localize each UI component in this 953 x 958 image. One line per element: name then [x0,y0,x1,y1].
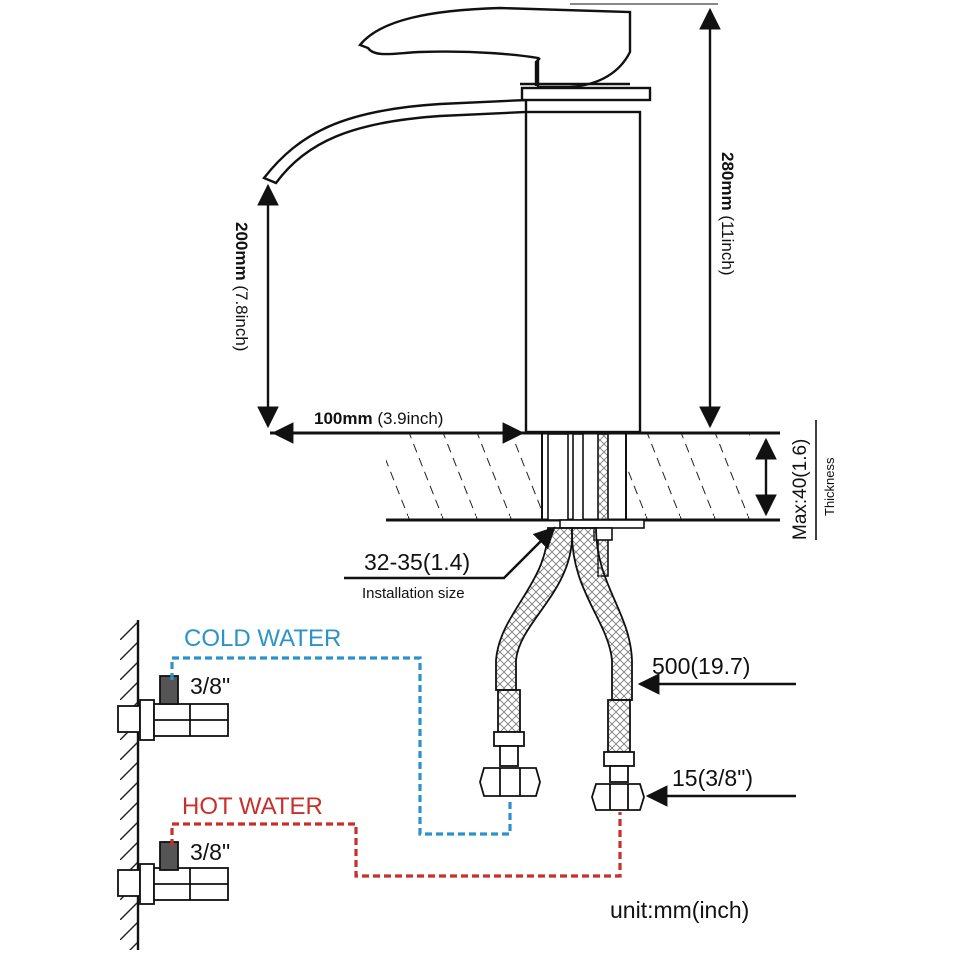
hose-cold [495,527,573,691]
install-size-leader [344,526,556,580]
hose-nut-cold-icon [479,767,541,797]
hose-nut-hot-icon [591,783,645,811]
label-cold-water: COLD WATER [184,625,341,652]
label-install-caption: Installation size [362,585,465,602]
mounting-plate [559,519,645,529]
wall [120,620,140,950]
faucet-handle-icon [358,6,632,89]
label-valve-size-cold: 3/8" [190,673,230,699]
shank-left [547,433,569,521]
label-thickness-value: Max:40(1.6) [790,439,811,540]
faucet-top-plate [520,86,652,102]
hose-hot [571,527,633,701]
label-thickness-word: Thickness [822,457,837,516]
faucet-body [524,110,642,434]
label-hose-length: 500(19.7) [652,653,750,679]
label-nut-size: 15(3/8") [672,765,753,791]
label-install-size: 32-35(1.4) [364,549,470,575]
hot-water-line [170,812,622,878]
dimension-lines [257,3,817,807]
label-spout-height: 200mm (7.8inch) [232,222,251,351]
cold-water-line [170,656,512,836]
label-valve-size-hot: 3/8" [190,839,230,865]
labels: 280mm (11inch) 200mm (7.8inch) 100mm (3.… [182,152,837,923]
hoses [479,527,645,811]
label-unit: unit:mm(inch) [610,897,749,923]
faucet [262,6,652,434]
label-total-height: 280mm (11inch) [718,152,737,276]
angle-valve-hot-icon [117,841,229,905]
angle-valve-cold-icon [117,675,229,741]
faucet-spout [262,98,528,185]
countertop [270,431,780,522]
label-reach: 100mm (3.9inch) [314,409,443,428]
label-hot-water: HOT WATER [182,793,323,820]
